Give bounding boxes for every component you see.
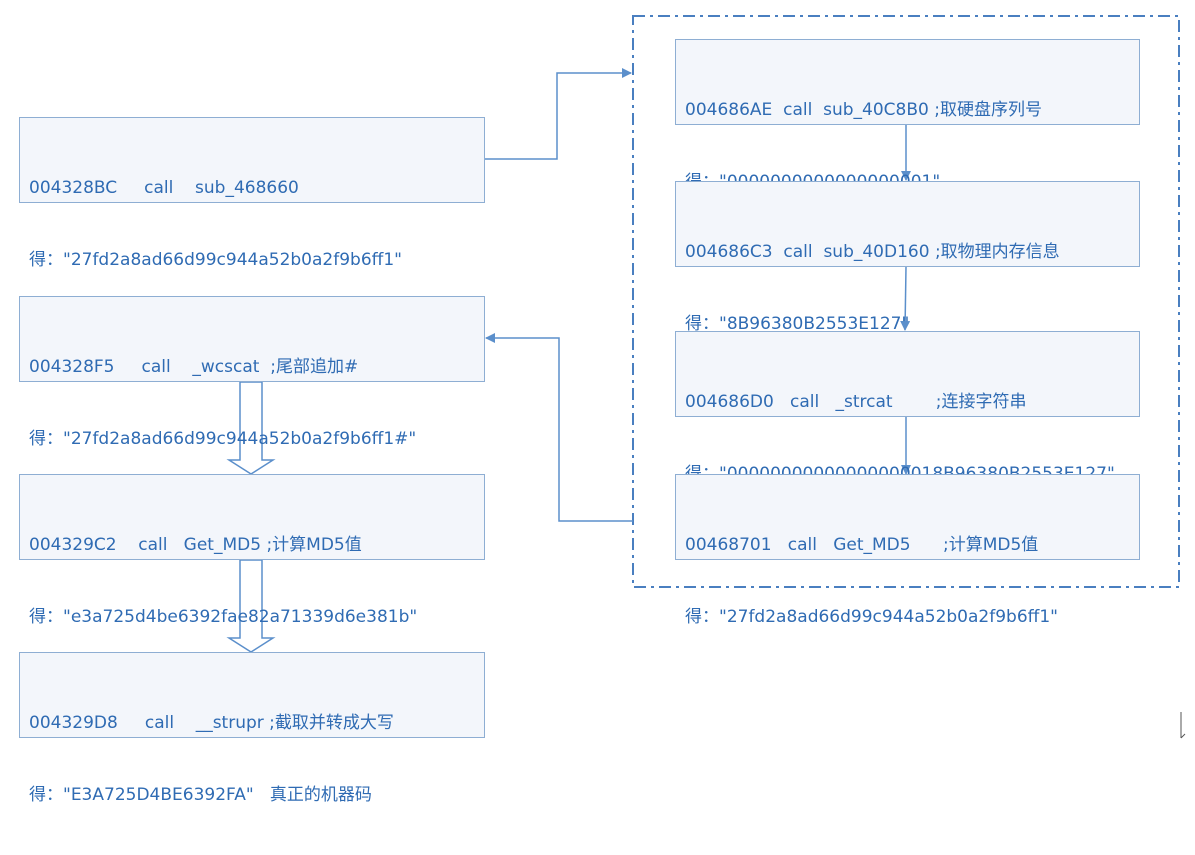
result-label: 得：	[685, 607, 719, 627]
result-value: "27fd2a8ad66d99c944a52b0a2f9b6ff1"	[719, 607, 1058, 627]
left-step-2-call-line: 004328F5 call _wcscat ;尾部追加#	[29, 355, 474, 379]
function-name: Get_MD5	[183, 535, 262, 555]
arrow-right-2-to-3	[900, 266, 911, 331]
block-arrow-left-3-to-4	[226, 559, 276, 653]
comment: ;取硬盘序列号	[934, 100, 1042, 120]
right-step-4-result-line: 得："27fd2a8ad66d99c944a52b0a2f9b6ff1"	[685, 605, 1129, 629]
comment: ;连接字符串	[935, 392, 1027, 412]
call-keyword: call	[144, 178, 174, 198]
result-label: 得：	[685, 314, 719, 334]
function-name: sub_40C8B0	[823, 100, 929, 120]
call-keyword: call	[783, 100, 813, 120]
call-keyword: call	[141, 357, 171, 377]
result-label: 得：	[29, 607, 63, 627]
left-step-1-box: 004328BC call sub_468660 得："27fd2a8ad66d…	[19, 117, 485, 270]
result-label: 得：	[29, 785, 63, 805]
address: 00468701	[685, 535, 772, 555]
result-label: 得：	[29, 429, 63, 449]
left-step-4-call-line: 004329D8 call __strupr ;截取并转成大写	[29, 711, 474, 735]
dash-dot-frame	[632, 15, 1180, 588]
address: 004686D0	[685, 392, 774, 412]
result-value: "E3A725D4BE6392FA"	[63, 785, 254, 805]
right-step-4-box: 00468701 call Get_MD5 ;计算MD5值 得："27fd2a8…	[675, 474, 1140, 627]
right-step-3-box: 004686D0 call _strcat ;连接字符串 得："00000000…	[675, 331, 1140, 484]
left-step-3-call-line: 004329C2 call Get_MD5 ;计算MD5值	[29, 533, 474, 557]
left-step-4-box: 004329D8 call __strupr ;截取并转成大写 得："E3A72…	[19, 652, 485, 805]
function-name: sub_468660	[195, 178, 299, 198]
right-step-1-call-line: 004686AE call sub_40C8B0 ;取硬盘序列号	[685, 98, 1129, 122]
call-keyword: call	[783, 242, 813, 262]
result-label: 得：	[29, 250, 63, 270]
call-keyword: call	[790, 392, 820, 412]
result-value: "8B96380B2553E127"	[719, 314, 910, 334]
comment: ;计算MD5值	[943, 535, 1039, 555]
call-keyword: call	[144, 713, 175, 733]
right-step-4-call-line: 00468701 call Get_MD5 ;计算MD5值	[685, 533, 1129, 557]
address: 004329D8	[29, 713, 118, 733]
right-step-3-call-line: 004686D0 call _strcat ;连接字符串	[685, 390, 1129, 414]
address: 004686AE	[685, 100, 773, 120]
address: 004328BC	[29, 178, 118, 198]
address: 004328F5	[29, 357, 115, 377]
call-keyword: call	[787, 535, 817, 555]
right-step-2-result-line: 得："8B96380B2553E127"	[685, 312, 1129, 336]
result-value: "27fd2a8ad66d99c944a52b0a2f9b6ff1"	[63, 250, 402, 270]
address: 004329C2	[29, 535, 117, 555]
left-step-4-result-line: 得："E3A725D4BE6392FA" 真正的机器码	[29, 783, 474, 807]
comment: ;尾部追加#	[270, 357, 359, 377]
connector-back-to-left-chain	[485, 333, 633, 522]
function-name: __strupr	[195, 713, 264, 733]
comment: ;截取并转成大写	[269, 713, 394, 733]
connector-to-right-chain	[484, 68, 632, 160]
comment: ;计算MD5值	[266, 535, 362, 555]
left-step-1-call-line: 004328BC call sub_468660	[29, 176, 474, 200]
address: 004686C3	[685, 242, 773, 262]
call-flow-diagram: 004328BC call sub_468660 得："27fd2a8ad66d…	[19, 15, 1186, 805]
right-step-1-box: 004686AE call sub_40C8B0 ;取硬盘序列号 得："0000…	[675, 39, 1140, 192]
comment: ;取物理内存信息	[934, 242, 1060, 262]
function-name: Get_MD5	[833, 535, 911, 555]
function-name: _wcscat	[192, 357, 260, 377]
call-keyword: call	[138, 535, 168, 555]
connectors-layer	[226, 15, 1180, 653]
right-step-2-call-line: 004686C3 call sub_40D160 ;取物理内存信息	[685, 240, 1129, 264]
left-step-3-result-line: 得："e3a725d4be6392fae82a71339d6e381b"	[29, 605, 474, 629]
left-step-1-result-line: 得："27fd2a8ad66d99c944a52b0a2f9b6ff1"	[29, 248, 474, 272]
text-cursor-icon	[1180, 712, 1186, 739]
right-step-2-box: 004686C3 call sub_40D160 ;取物理内存信息 得："8B9…	[675, 181, 1140, 334]
function-name: _strcat	[835, 392, 893, 412]
block-arrow-left-2-to-3	[226, 381, 276, 475]
function-name: sub_40D160	[823, 242, 930, 262]
left-step-2-result-line: 得："27fd2a8ad66d99c944a52b0a2f9b6ff1#"	[29, 427, 474, 451]
left-step-3-box: 004329C2 call Get_MD5 ;计算MD5值 得："e3a725d…	[19, 474, 485, 627]
left-step-2-box: 004328F5 call _wcscat ;尾部追加# 得："27fd2a8a…	[19, 296, 485, 449]
result-value: "e3a725d4be6392fae82a71339d6e381b"	[63, 607, 418, 627]
result-value: "27fd2a8ad66d99c944a52b0a2f9b6ff1#"	[63, 429, 417, 449]
result-note: 真正的机器码	[269, 785, 372, 805]
